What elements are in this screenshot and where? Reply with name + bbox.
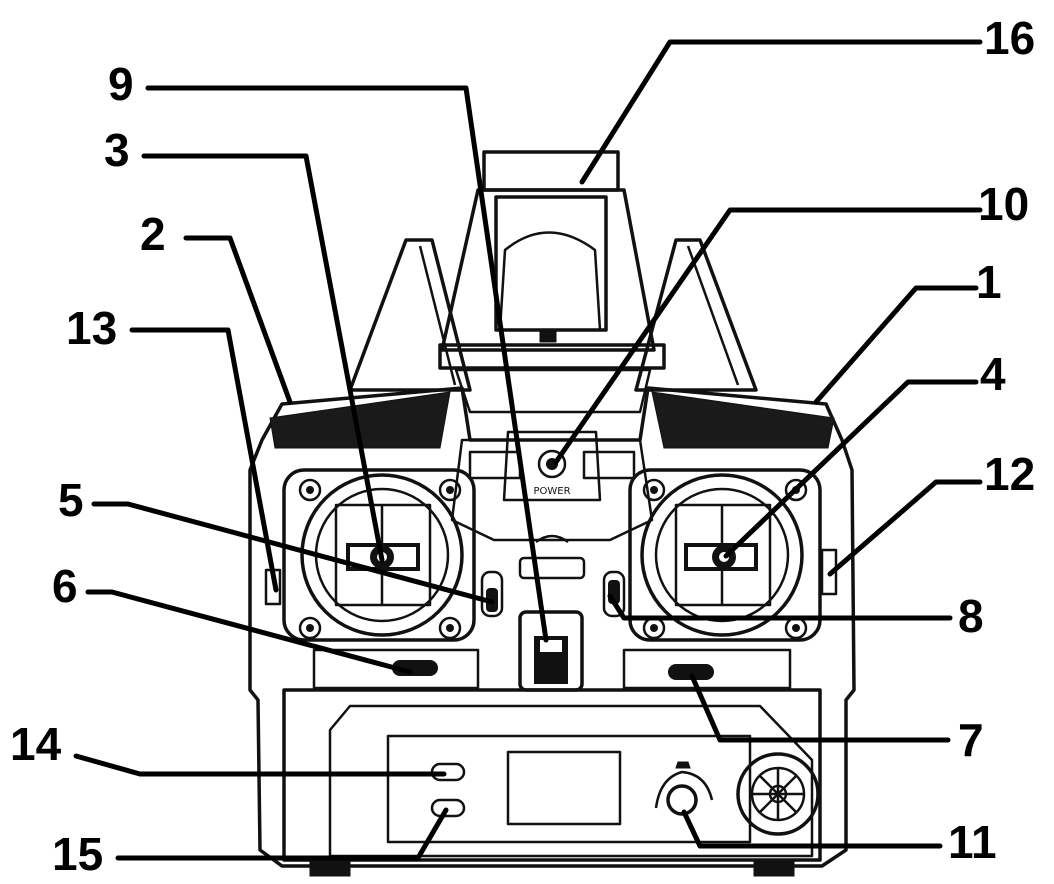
top-handles	[348, 238, 758, 392]
callout-4: 4	[980, 348, 1006, 400]
lower-controls	[430, 752, 820, 836]
callout-10: 10	[978, 178, 1029, 230]
callout-14: 14	[10, 718, 62, 770]
callout-13: 13	[66, 302, 117, 354]
transmitter-body: POWER	[248, 386, 856, 877]
callout-11: 11	[948, 816, 997, 868]
callout-16: 16	[984, 12, 1035, 64]
callout-5: 5	[58, 474, 84, 526]
callout-3: 3	[104, 124, 130, 176]
callout-12: 12	[984, 448, 1035, 500]
right-stick-gimbal	[602, 468, 838, 690]
callout-6: 6	[52, 560, 78, 612]
callout-labels: 1 2 3 4 5 6 7 8 9 10 11 12 13 14 15 16	[10, 12, 1035, 880]
callout-15: 15	[52, 828, 103, 880]
phone-holder	[438, 150, 666, 414]
callout-7: 7	[958, 714, 984, 766]
left-stick-gimbal	[264, 468, 504, 690]
callout-1: 1	[976, 256, 1002, 308]
leader-lines	[73, 39, 983, 861]
callout-2: 2	[140, 208, 166, 260]
callout-8: 8	[958, 590, 984, 642]
callout-9: 9	[108, 58, 134, 110]
power-label: POWER	[533, 486, 570, 497]
center-switch	[518, 534, 586, 692]
